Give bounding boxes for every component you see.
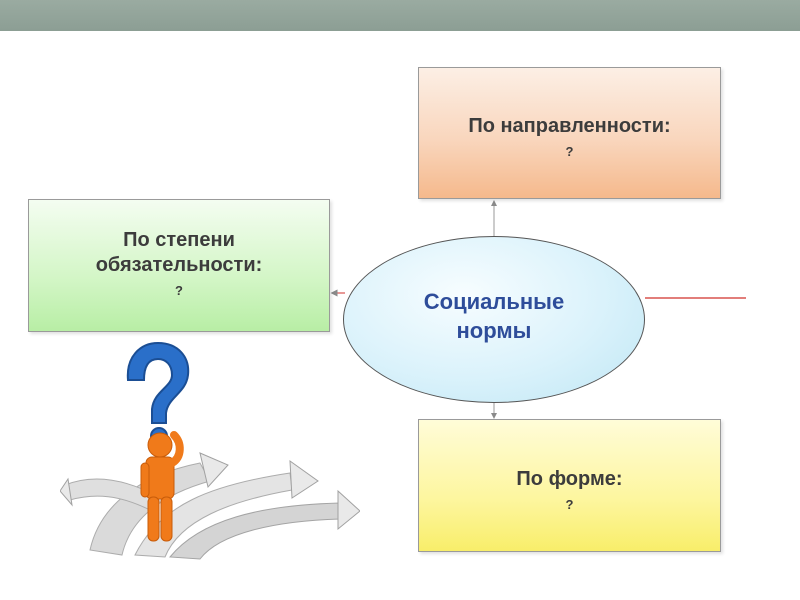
category-title-direction: По направленности: [468,115,671,137]
category-box-form: По форме: ? [418,419,721,552]
category-box-obligation: По степени обязательности: ? [28,199,330,332]
category-box-direction: По направленности: ? [418,67,721,199]
central-ellipse: Социальные нормы [343,236,645,403]
slide-header-bar [0,0,800,31]
orange-person-figure [140,431,184,542]
category-question-direction: ? [565,144,574,159]
category-title-obligation: По степени обязательности: [95,229,263,276]
category-question-obligation: ? [175,283,183,298]
category-question-form: ? [565,497,574,512]
question-mark-icon [126,341,190,445]
person-with-question-mark-at-crossroads-icon [60,341,360,560]
central-title: Социальные нормы [423,288,565,343]
crossroads-road [60,452,360,560]
category-title-form: По форме: [516,468,623,490]
